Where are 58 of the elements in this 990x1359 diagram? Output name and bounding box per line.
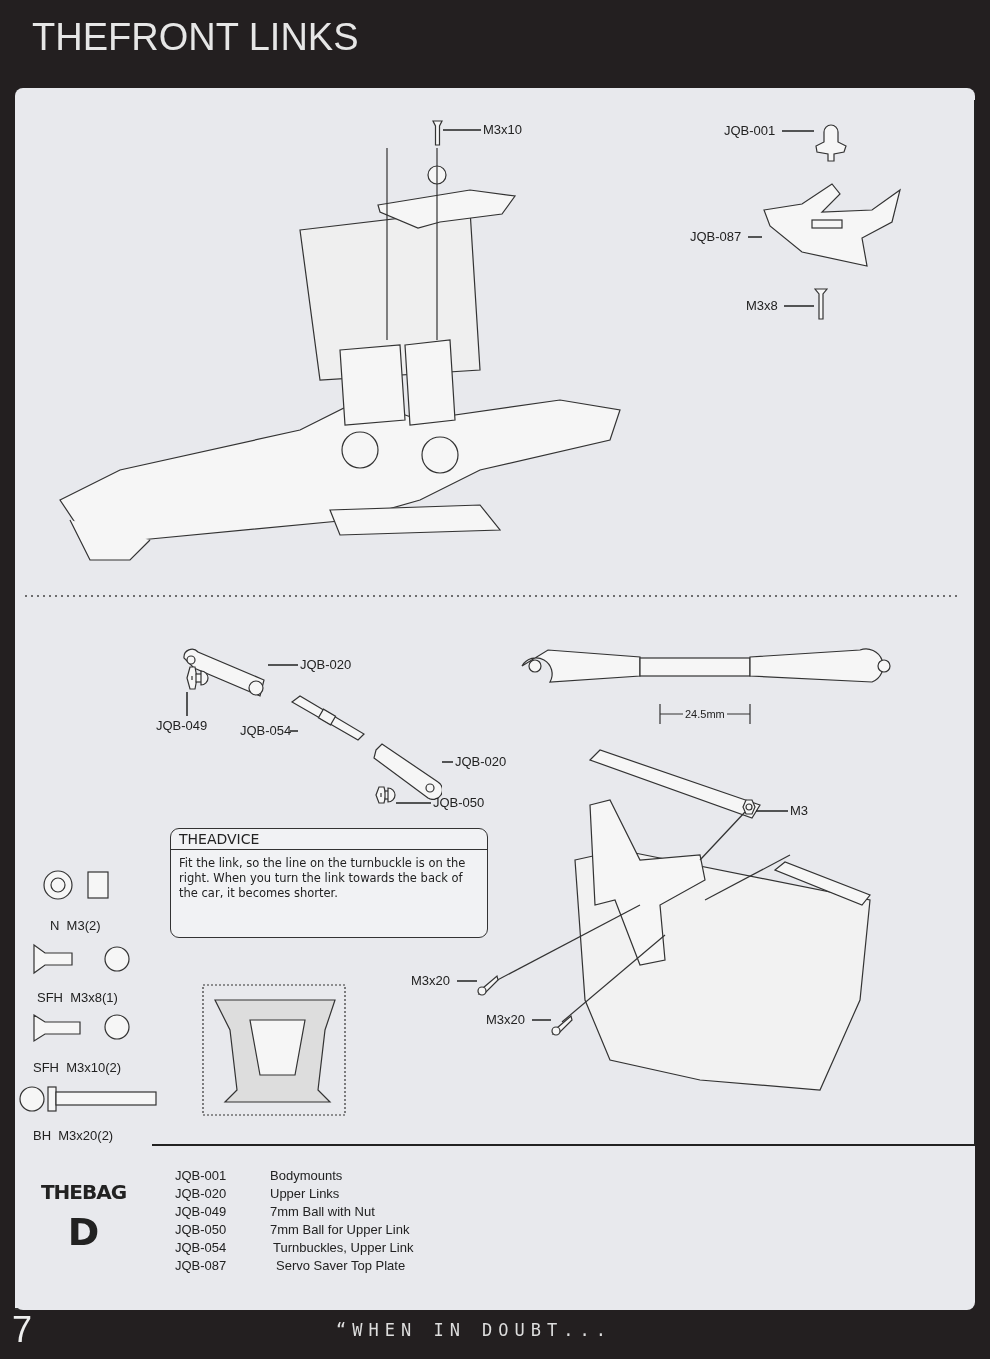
nut-icon [742, 799, 756, 815]
ball-stud-icon [374, 784, 396, 806]
part-label: JQB-054 [240, 723, 292, 739]
leader-line [395, 802, 432, 804]
part-label: M3x10 [483, 122, 523, 138]
hardware-label: SFH M3x10(2) [33, 1060, 122, 1076]
screw-icon [551, 1014, 573, 1036]
part-label: JQB-020 [300, 657, 352, 673]
leader-line [456, 980, 478, 982]
part-label: JQB-001 [724, 123, 776, 139]
leader-line [531, 1019, 552, 1021]
part-description: 7mm Ball with Nut [270, 1204, 375, 1220]
part-label: M3x8 [746, 298, 778, 314]
part-description: Bodymounts [270, 1168, 343, 1184]
leader-line [755, 810, 789, 812]
part-label: JQB-087 [690, 229, 742, 245]
part-number: JQB-049 [175, 1204, 227, 1220]
part-label: M3x20 [486, 1012, 526, 1028]
screw-icon [814, 288, 828, 320]
bag-letter: D [67, 1210, 100, 1254]
leader-line [783, 305, 815, 307]
screw-icon [432, 120, 443, 146]
part-label: M3x20 [411, 973, 451, 989]
part-number: JQB-087 [175, 1258, 227, 1274]
leader-line [781, 130, 815, 132]
advice-box [170, 828, 488, 938]
hardware-label: BH M3x20(2) [33, 1128, 114, 1144]
part-label: JQB-020 [455, 754, 507, 770]
leader-line [442, 129, 482, 131]
part-description: Turnbuckles, Upper Link [273, 1240, 414, 1256]
part-description: 7mm Ball for Upper Link [270, 1222, 410, 1238]
leader-line [186, 691, 188, 717]
page-title: THEFRONT LINKS [32, 16, 359, 59]
leader-line [289, 730, 299, 732]
hardware-label: N M3(2) [50, 918, 101, 934]
leader-line [267, 664, 299, 666]
part-number: JQB-054 [175, 1240, 227, 1256]
leader-line [747, 236, 763, 238]
part-description: Upper Links [270, 1186, 340, 1202]
advice-heading: THEADVICE [171, 829, 487, 850]
bag-heading: THEBAG [40, 1180, 127, 1204]
ball-stud-icon [185, 664, 209, 692]
advice-text: Fit the link, so the line on the turnbuckle is on the right. When you turn the link towards the back of the car, it becomes shorter. [178, 855, 467, 902]
leader-line [441, 761, 454, 763]
part-label: JQB-049 [156, 718, 208, 734]
part-description: Servo Saver Top Plate [276, 1258, 406, 1274]
plate-icon [762, 182, 902, 268]
screw-icon [477, 974, 499, 996]
part-number: JQB-050 [175, 1222, 227, 1238]
part-label: M3 [790, 803, 809, 819]
rod-end-icon [372, 742, 442, 800]
turnbuckle-icon [290, 694, 366, 742]
page-number: 7 [12, 1310, 33, 1350]
part-label: JQB-050 [433, 795, 485, 811]
part-number: JQB-020 [175, 1186, 227, 1202]
footer-quote: “WHEN IN DOUBT... [336, 1322, 612, 1338]
hardware-label: SFH M3x8(1) [37, 990, 118, 1006]
part-number: JQB-001 [175, 1168, 227, 1184]
